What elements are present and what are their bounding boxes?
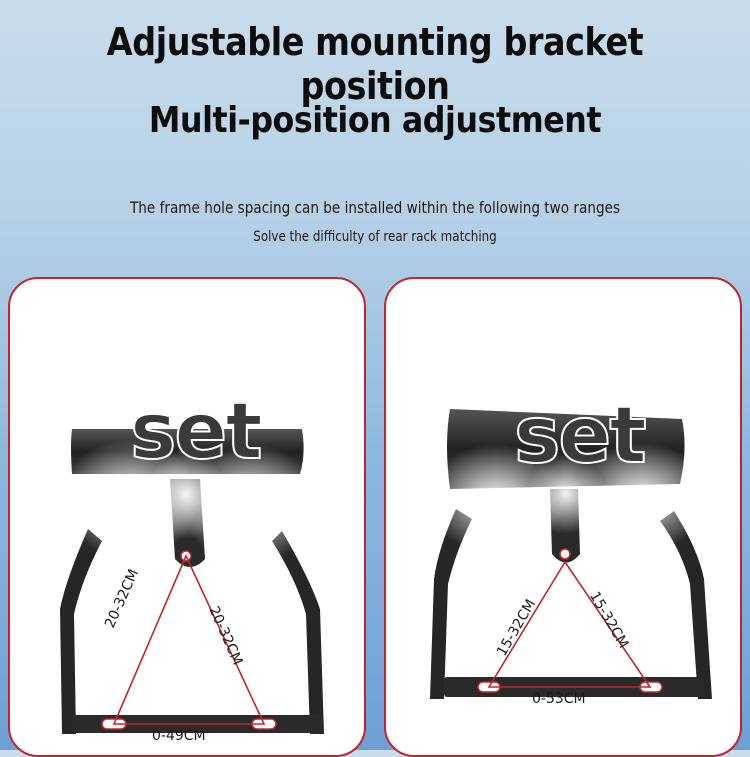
bracket-card-right: set 15-32CM 15-32CM 0-53CM [384, 277, 742, 757]
subtitle: Multi-position adjustment [148, 100, 602, 141]
measurement-triangle [487, 560, 652, 688]
left-arm [60, 529, 102, 734]
dimension-base: 0-49CM [152, 728, 206, 744]
mist [526, 454, 606, 534]
set-badge: set [129, 386, 264, 478]
mist [146, 449, 226, 539]
bracket-card-left: set 20-32CM 20-32CM 0-49CM [8, 277, 366, 757]
right-arm [660, 511, 712, 699]
mist [571, 442, 711, 552]
right-arm [272, 531, 324, 734]
bracket-illustration-left [60, 429, 324, 734]
left-arm [430, 509, 472, 699]
bracket-illustration-right [426, 409, 712, 699]
main-title: Adjustable mounting bracket position [106, 20, 644, 108]
set-badge: set [513, 390, 648, 482]
description-line-1: The frame hole spacing can be installed … [129, 198, 621, 217]
center-hole [559, 548, 571, 560]
description-line-2: Solve the difficulty of rear rack matchi… [253, 229, 497, 245]
measurement-triangle [112, 554, 266, 725]
dimension-base: 0-53CM [532, 691, 586, 707]
mist [426, 444, 566, 554]
